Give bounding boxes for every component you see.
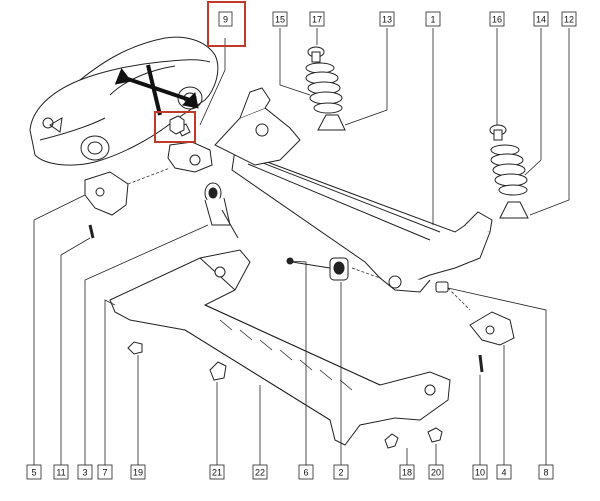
part-9-highlight (154, 111, 196, 143)
small-bushing-8 (435, 281, 449, 293)
callout-20-text: 20 (431, 468, 441, 478)
bushing-right (286, 257, 349, 281)
car-axle-arrows (114, 64, 199, 116)
callout-12-text: 12 (564, 15, 574, 25)
callout-10-box (472, 464, 488, 480)
spring-assembly-right (489, 124, 529, 219)
callout-2-box (333, 464, 349, 480)
callout-9-text: 9 (223, 15, 228, 25)
subframe (109, 249, 451, 446)
callout-2-text: 2 (338, 468, 343, 478)
callout-3-text: 3 (82, 468, 87, 478)
callout-16-box (489, 11, 505, 27)
bracket-left (84, 171, 129, 239)
callout-10-text: 10 (475, 468, 485, 478)
bushing-left (204, 182, 239, 239)
callout-12-box (561, 11, 577, 27)
callout-1-box (425, 11, 441, 27)
callout-15-text: 15 (275, 15, 285, 25)
callout-18-box (399, 464, 415, 480)
callout-17-box (309, 11, 325, 27)
bracket-right (469, 311, 515, 373)
callout-14-text: 14 (536, 15, 546, 25)
callouts-bottom: 5 11 3 7 19 21 22 6 2 18 20 10 4 8 (26, 464, 554, 480)
callout-11-box (53, 464, 69, 480)
callout-9-box (218, 11, 233, 27)
callout-20-box (428, 464, 444, 480)
callout-17-text: 17 (312, 15, 322, 25)
callout-7-text: 7 (102, 468, 107, 478)
callout-5-box (26, 464, 42, 480)
callout-6-box (298, 464, 314, 480)
callout-19-box (130, 464, 146, 480)
left-hub-bracket (167, 123, 213, 173)
callout-16-text: 16 (492, 15, 502, 25)
callout-3-box (77, 464, 93, 480)
car-illustration (29, 36, 219, 166)
callout-13-text: 13 (382, 15, 392, 25)
callout-7-box (97, 464, 113, 480)
callout-8-box (538, 464, 554, 480)
callout-21-box (209, 464, 225, 480)
callout-13-box (379, 11, 395, 27)
callout-22-box (252, 464, 268, 480)
callout-22-text: 22 (255, 468, 265, 478)
leader-lines (33, 28, 570, 465)
callout-14-box (533, 11, 549, 27)
callout-6-text: 6 (303, 468, 308, 478)
callout-11-text: 11 (56, 468, 65, 478)
rear-axle-beam (214, 87, 493, 293)
fasteners (127, 341, 443, 449)
callout-18-text: 18 (402, 468, 412, 478)
part-9-nut (169, 115, 185, 135)
callout-21-text: 21 (212, 468, 222, 478)
callout-9-highlight (207, 1, 246, 47)
callout-19-text: 19 (133, 468, 143, 478)
callout-1-text: 1 (430, 15, 435, 25)
callout-4-text: 4 (501, 468, 506, 478)
spring-assembly-left (305, 46, 346, 131)
callout-5-text: 5 (31, 468, 36, 478)
callout-4-box (496, 464, 512, 480)
callouts-top: 9 15 17 13 1 16 14 12 (207, 1, 577, 47)
guide-lines (127, 167, 471, 311)
callout-15-box (272, 11, 288, 27)
callout-8-text: 8 (543, 468, 548, 478)
